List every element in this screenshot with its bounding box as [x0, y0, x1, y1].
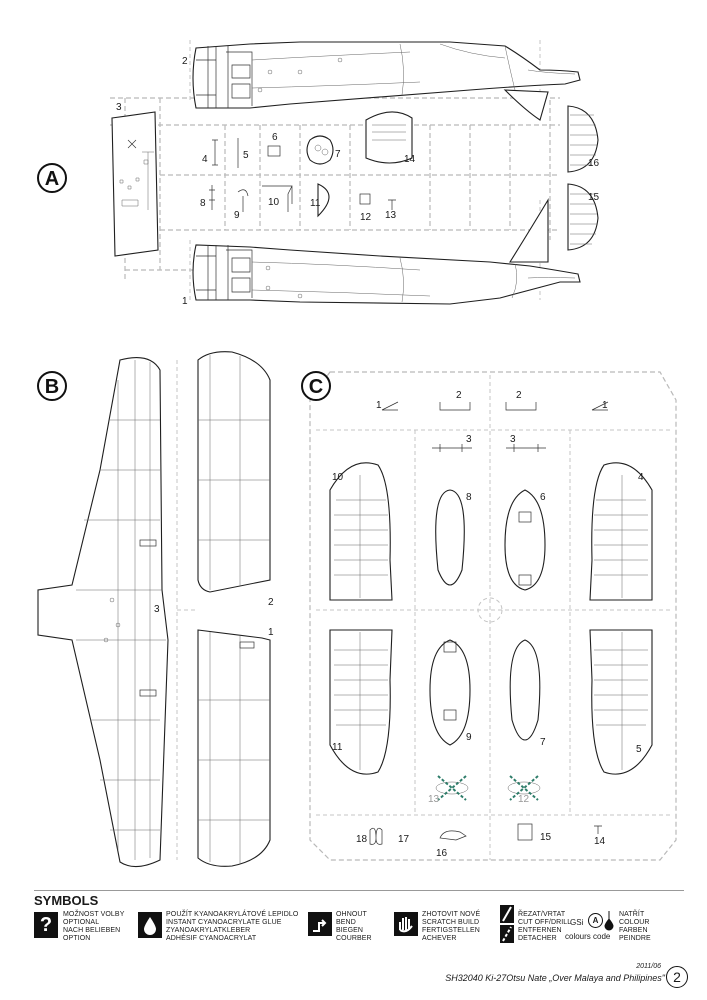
part-stabilizer-15: 15: [567, 183, 600, 251]
small-parts-c-bottom: 18 17 16 15 14: [356, 823, 606, 859]
part-label: 3: [116, 102, 122, 113]
part-label: 12: [518, 794, 530, 805]
bend-icon: [308, 912, 332, 936]
part-label: 5: [636, 744, 642, 755]
part-label: 2: [516, 390, 522, 401]
section-b-marker: [37, 371, 67, 401]
part-label: 7: [335, 149, 341, 160]
part-fuselage-half-1: 1: [182, 244, 581, 307]
part-label: 6: [540, 492, 546, 503]
hand-icon: [394, 912, 418, 936]
part-5: 5: [589, 629, 653, 775]
section-a: A 2 1 3 4: [37, 40, 600, 307]
part-6: 6: [504, 489, 546, 591]
part-4: 4: [589, 462, 653, 601]
part-label: 3: [466, 434, 472, 445]
part-label: 4: [202, 154, 208, 165]
part-upper-wing-2: 2: [197, 351, 274, 608]
part-label: 1: [182, 296, 188, 307]
cut-icon: [500, 905, 514, 923]
fin-lower: [509, 198, 549, 263]
part-label: 15: [540, 832, 552, 843]
part-label: 16: [436, 848, 448, 859]
colours-code-label: colours code: [565, 932, 611, 941]
part-label: 13: [385, 210, 397, 221]
part-cockpit-floor-3: 3: [111, 102, 159, 257]
part-8-canopy: 8: [435, 489, 472, 586]
section-a-marker: [37, 163, 67, 193]
part-11: 11: [329, 629, 393, 775]
part-stabilizer-16: 16: [567, 105, 600, 173]
crossed-out-parts: 13 12: [428, 775, 541, 805]
drill-icon: [500, 925, 514, 943]
part-label: 14: [594, 836, 606, 847]
section-c: C 1 2 2 1 3 3 10 4: [301, 371, 677, 861]
part-label: 18: [356, 834, 368, 845]
part-label: 3: [510, 434, 516, 445]
section-b: B 3 2 1: [37, 351, 274, 868]
part-fuselage-half-2: 2: [182, 41, 581, 109]
part-lower-wing-3: 3: [37, 357, 169, 868]
symbols-divider: [34, 890, 684, 891]
gsi-label: GSi: [570, 918, 584, 927]
part-label: 11: [332, 742, 343, 753]
optional-icon: ?: [34, 912, 58, 938]
part-label: 12: [360, 212, 372, 223]
part-label: 1: [602, 400, 608, 411]
part-upper-wing-1: 1: [197, 627, 274, 867]
symbols-title: SYMBOLS: [34, 893, 99, 908]
part-label: 4: [638, 472, 644, 483]
part-9: 9: [429, 639, 472, 746]
part-7: 7: [509, 639, 546, 748]
part-label: 6: [272, 132, 278, 143]
part-label: 2: [268, 597, 274, 608]
colour-code-badge: A: [588, 913, 603, 928]
part-label: 10: [332, 472, 344, 483]
part-label: 14: [404, 154, 416, 165]
part-label: 8: [466, 492, 472, 503]
part-label: 17: [398, 834, 410, 845]
section-b-letter: B: [45, 376, 59, 398]
part-label: 3: [154, 604, 160, 615]
part-label: 8: [200, 198, 206, 209]
part-label: 15: [588, 192, 600, 203]
issue-date: 2011/06: [636, 963, 661, 970]
part-label: 1: [268, 627, 274, 638]
paint-drop-icon: [603, 909, 615, 936]
part-label: 2: [456, 390, 462, 401]
section-a-letter: A: [45, 168, 59, 190]
part-10: 10: [329, 462, 393, 601]
part-label: 9: [466, 732, 472, 743]
part-label: 11: [310, 198, 321, 209]
sheet-footer-title: SH32040 Ki-27Otsu Nate „Over Malaya and …: [445, 973, 665, 983]
small-parts-c-top: 1 2 2 1 3 3: [376, 390, 609, 452]
part-label: 5: [243, 150, 249, 161]
part-label: 16: [588, 158, 600, 169]
part-label: 7: [540, 737, 546, 748]
part-label: 10: [268, 197, 280, 208]
part-label: 13: [428, 794, 440, 805]
part-label: 9: [234, 210, 240, 221]
glue-drop-icon: [138, 912, 162, 938]
small-parts-a: 4 5 6 7 14 8 9 10 11 12 13: [200, 111, 416, 223]
section-c-letter: C: [309, 376, 323, 398]
fin-upper: [503, 89, 549, 121]
part-label: 1: [376, 400, 382, 411]
section-c-marker: [301, 371, 331, 401]
part-label: 2: [182, 56, 188, 67]
page-number: 2: [666, 966, 688, 988]
